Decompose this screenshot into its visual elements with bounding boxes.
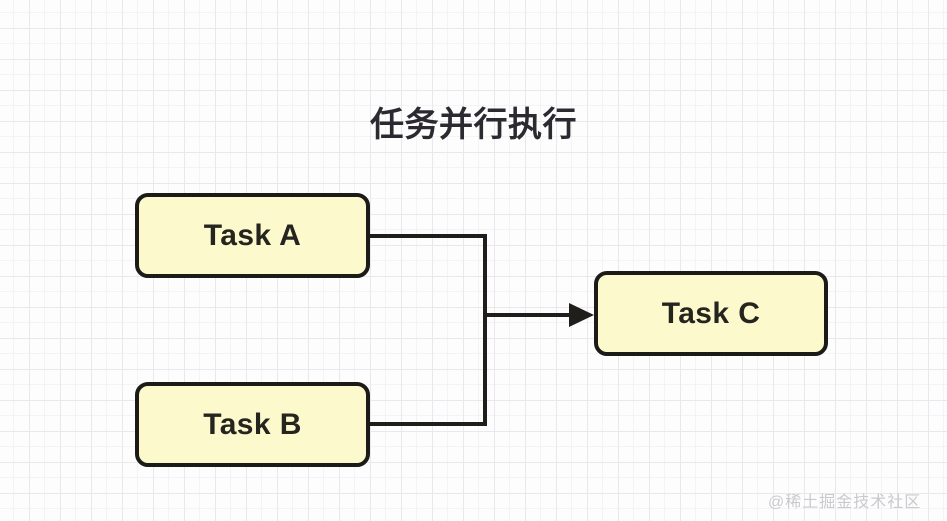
edge-task-b-to-junction	[366, 313, 487, 426]
node-task-b-label: Task B	[203, 407, 302, 441]
node-task-a-label: Task A	[203, 218, 302, 252]
node-task-b[interactable]: Task B	[135, 382, 370, 467]
node-task-c[interactable]: Task C	[594, 271, 828, 356]
edge-task-a-to-junction	[366, 234, 487, 317]
arrowhead-icon	[569, 303, 594, 327]
node-task-c-label: Task C	[661, 296, 761, 330]
node-task-a[interactable]: Task A	[135, 193, 370, 278]
page-title: 任务并行执行	[370, 106, 577, 144]
watermark: @稀土掘金技术社区	[768, 494, 922, 511]
